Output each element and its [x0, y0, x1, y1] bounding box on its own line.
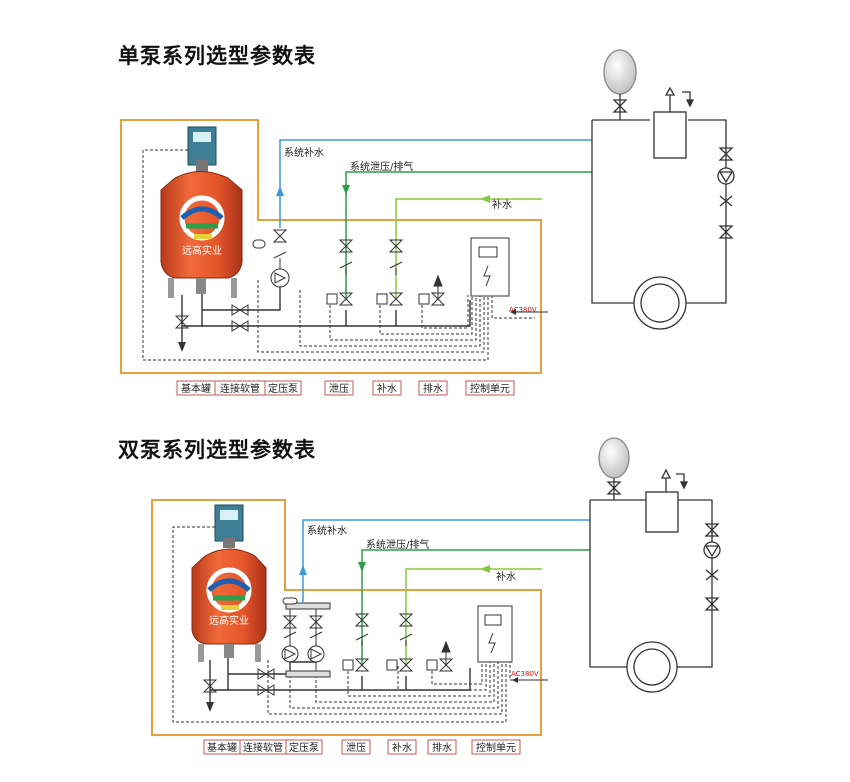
legend-item: 排水 — [423, 382, 443, 395]
double-pump-diagram: 远高实业 — [151, 437, 721, 755]
pressure-pumps — [281, 597, 331, 678]
legend-item: 连接软管 — [243, 741, 283, 754]
control-unit: AC380V — [470, 237, 548, 315]
component-legend: 基本罐 连接软管 定压泵 泄压 补水 排水 控制单元 — [176, 380, 515, 396]
single-pump-title: 单泵系列选型参数表 — [118, 44, 316, 68]
legend-item: 基本罐 — [207, 741, 237, 754]
legend-item: 排水 — [432, 741, 452, 754]
makeup-label: 补水 — [492, 198, 512, 211]
expansion-tank: 远高实业 — [160, 126, 243, 298]
legend-item: 控制单元 — [470, 382, 510, 395]
system-supply-line: 系统补水 — [276, 139, 592, 228]
control-wiring — [172, 526, 535, 723]
system-supply-label: 系统补水 — [307, 524, 347, 537]
brand-logo-text: 远高实业 — [209, 614, 249, 627]
makeup-line: 补水 — [376, 195, 542, 306]
legend-item: 定压泵 — [289, 741, 319, 754]
system-expansion-vessel — [603, 49, 637, 95]
drain-outlet — [426, 640, 454, 672]
drain-piping — [181, 285, 471, 346]
relief-vent-line: 系统泄压/排气 — [326, 160, 592, 306]
equipment-frame — [120, 119, 542, 374]
legend-item: 定压泵 — [268, 382, 298, 395]
legend-item: 连接软管 — [220, 382, 260, 395]
double-pump-title: 双泵系列选型参数表 — [118, 438, 316, 462]
relief-vent-label: 系统泄压/排气 — [350, 160, 413, 173]
system-supply-line: 系统补水 — [299, 519, 590, 603]
control-wiring — [142, 149, 535, 361]
makeup-line: 补水 — [386, 565, 542, 672]
system-expansion-vessel — [598, 437, 630, 479]
pressure-pump — [252, 229, 290, 288]
brand-logo-text: 远高实业 — [182, 244, 222, 257]
expansion-tank: 远高实业 — [191, 504, 267, 662]
drain-outlet — [418, 274, 446, 306]
power-label: AC380V — [511, 670, 539, 678]
power-label: AC380V — [509, 306, 537, 314]
makeup-label: 补水 — [496, 570, 516, 583]
control-unit: AC380V — [477, 605, 548, 683]
heating-system-loop — [589, 437, 721, 693]
component-legend: 基本罐 连接软管 定压泵 泄压 补水 排水 控制单元 — [203, 739, 521, 755]
drain-valve — [174, 304, 249, 332]
relief-vent-line: 系统泄压/排气 — [342, 538, 590, 672]
single-pump-diagram: 远高实业 — [120, 49, 735, 396]
relief-vent-label: 系统泄压/排气 — [366, 538, 429, 551]
legend-item: 基本罐 — [181, 382, 211, 395]
system-supply-label: 系统补水 — [284, 146, 324, 159]
heating-system-loop — [591, 49, 735, 330]
legend-item: 控制单元 — [476, 741, 516, 754]
drain-valve — [202, 668, 275, 696]
equipment-frame — [151, 499, 542, 736]
legend-item: 补水 — [392, 741, 412, 754]
legend-item: 泄压 — [346, 741, 366, 754]
legend-item: 补水 — [377, 382, 397, 395]
legend-item: 泄压 — [329, 382, 349, 395]
